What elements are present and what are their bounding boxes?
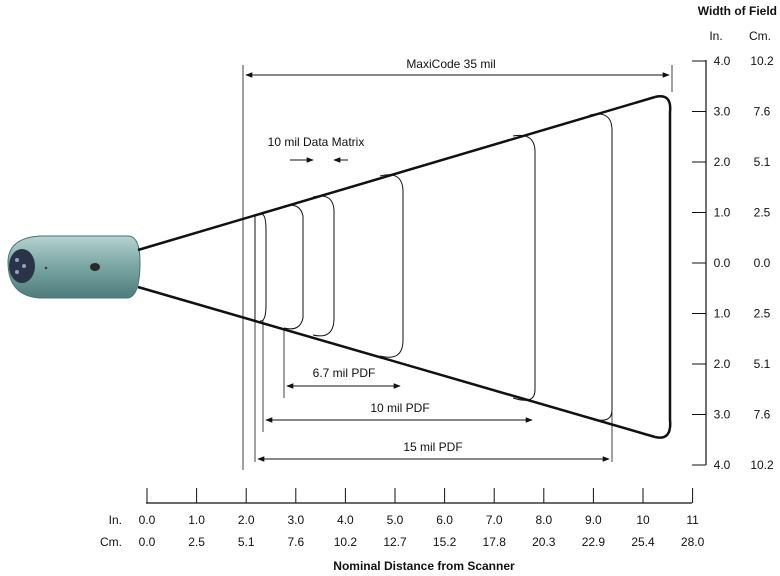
width-tick-in-label: 3.0 <box>714 105 731 119</box>
distance-axis: In. Cm. 0.0 0.0 1.0 2.5 2.0 5.1 3.0 7.6 4.0 10.2 5… <box>100 488 705 573</box>
distance-tick-cm-label: 5.1 <box>238 535 255 549</box>
right-axis-unit-cm: Cm. <box>749 29 771 43</box>
distance-tick-cm-label: 28.0 <box>681 535 705 549</box>
width-tick-in-label: 1.0 <box>714 307 731 321</box>
dimension-arrows <box>246 75 669 459</box>
distance-tick-cm-label: 2.5 <box>188 535 205 549</box>
distance-tick-cm-label: 17.8 <box>483 535 507 549</box>
maxicode-label: MaxiCode 35 mil <box>406 57 495 71</box>
width-tick-in-label: 2.0 <box>714 155 731 169</box>
width-tick-in-label: 3.0 <box>714 408 731 422</box>
width-tick-in-label: 0.0 <box>714 256 731 270</box>
distance-tick-in-label: 9.0 <box>585 513 602 527</box>
nominal-distance-title: Nominal Distance from Scanner <box>333 559 515 573</box>
distance-tick-cm-label: 7.6 <box>287 535 304 549</box>
distance-tick-in-label: 5.0 <box>387 513 404 527</box>
width-tick-cm-label: 5.1 <box>754 155 771 169</box>
scanner-image <box>8 236 140 298</box>
bottom-axis-unit-in: In. <box>109 513 122 527</box>
distance-tick-cm-label: 12.7 <box>383 535 407 549</box>
distance-tick-cm-label: 25.4 <box>631 535 655 549</box>
width-tick-cm-label: 0.0 <box>754 256 771 270</box>
width-tick-cm-label: 5.1 <box>754 357 771 371</box>
width-tick-cm-label: 7.6 <box>754 408 771 422</box>
distance-tick-in-label: 2.0 <box>238 513 255 527</box>
datamatrix-label: 10 mil Data Matrix <box>268 135 365 149</box>
bottom-axis-unit-cm: Cm. <box>100 535 122 549</box>
width-tick-cm-label: 10.2 <box>750 54 774 68</box>
distance-tick-cm-label: 15.2 <box>433 535 457 549</box>
width-of-field-axis: Width of Field In. Cm. 4.0 10.2 3.0 7.6 2.0 5… <box>692 4 777 472</box>
distance-tick-in-label: 3.0 <box>287 513 304 527</box>
scanner-led <box>90 263 100 271</box>
width-of-field-title: Width of Field <box>698 4 777 18</box>
width-tick-cm-label: 2.5 <box>754 206 771 220</box>
pdf15-label: 15 mil PDF <box>403 440 462 454</box>
extension-lines <box>243 65 672 470</box>
distance-tick-cm-label: 0.0 <box>139 535 156 549</box>
width-tick-in-label: 4.0 <box>714 458 731 472</box>
width-tick-cm-label: 2.5 <box>754 307 771 321</box>
distance-tick-in-label: 0.0 <box>139 513 156 527</box>
width-tick-in-label: 2.0 <box>714 357 731 371</box>
width-tick-cm-label: 7.6 <box>754 105 771 119</box>
distance-tick-in-label: 8.0 <box>535 513 552 527</box>
distance-tick-cm-label: 20.3 <box>532 535 556 549</box>
pdf10-label: 10 mil PDF <box>370 401 429 415</box>
width-tick-cm-label: 10.2 <box>750 458 774 472</box>
pdf67-label: 6.7 mil PDF <box>313 366 376 380</box>
width-tick-in-label: 1.0 <box>714 206 731 220</box>
distance-tick-in-label: 10 <box>636 513 650 527</box>
width-tick-in-label: 4.0 <box>714 54 731 68</box>
distance-tick-in-label: 6.0 <box>436 513 453 527</box>
scan-cone <box>138 96 670 437</box>
distance-tick-in-label: 1.0 <box>188 513 205 527</box>
distance-tick-in-label: 11 <box>686 513 699 527</box>
distance-tick-cm-label: 22.9 <box>582 535 606 549</box>
right-axis-unit-in: In. <box>709 29 722 43</box>
distance-tick-in-label: 7.0 <box>486 513 503 527</box>
range-labels: MaxiCode 35 mil 10 mil Data Matrix 6.7 m… <box>268 57 496 454</box>
distance-tick-cm-label: 10.2 <box>334 535 358 549</box>
distance-tick-in-label: 4.0 <box>337 513 354 527</box>
